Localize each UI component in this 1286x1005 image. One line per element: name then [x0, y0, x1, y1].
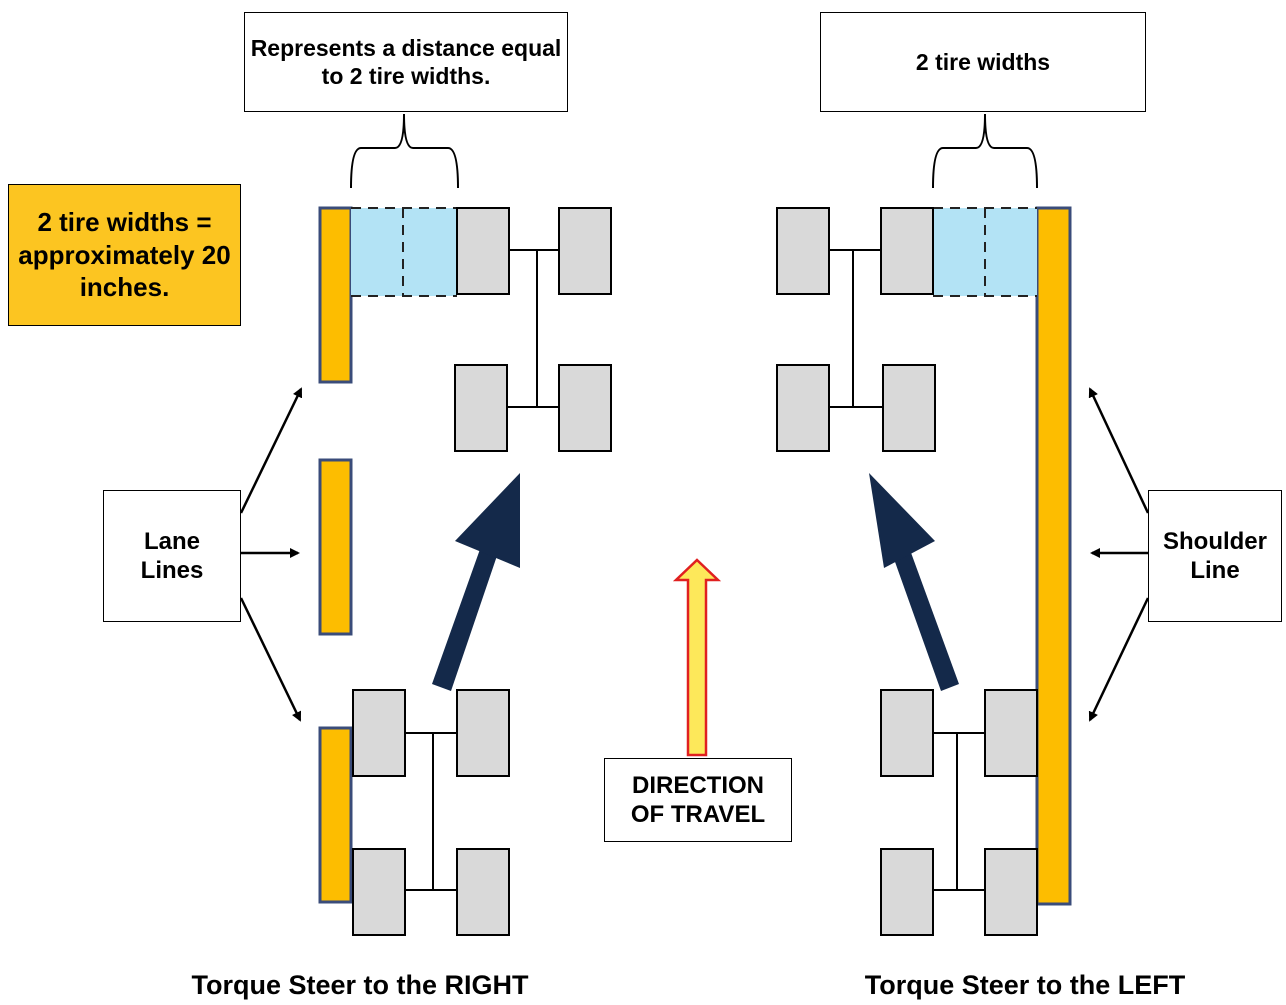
tire-widths-box: 2 tire widths — [820, 12, 1146, 112]
brace-right — [932, 113, 1038, 189]
vehicle-lower-left — [352, 689, 510, 936]
title-left-text: Torque Steer to the LEFT — [864, 969, 1186, 1000]
lane-lines-box: Lane Lines — [103, 490, 241, 622]
lane-lines-pointers — [239, 387, 303, 722]
distance-note-text: Represents a distance equal to 2 tire wi… — [250, 34, 562, 89]
shoulder-line-box: Shoulder Line — [1148, 490, 1282, 622]
shoulder-line — [1035, 206, 1072, 906]
shoulder-line-text: Shoulder Line — [1162, 527, 1267, 584]
lane-lines-text: Lane Lines — [140, 527, 204, 584]
tire-widths-text: 2 tire widths — [915, 48, 1051, 75]
approx-note-text: 2 tire widths = approximately 20 inches. — [18, 207, 231, 303]
direction-of-travel-text: DIRECTION OF TRAVEL — [630, 771, 766, 828]
brace-left — [350, 113, 459, 189]
tire-width-zone-right — [933, 207, 1037, 297]
title-torque-steer-left: Torque Steer to the LEFT — [790, 968, 1260, 1002]
vehicle-lower-right — [880, 689, 1038, 936]
travel-arrow — [672, 558, 722, 757]
distance-note-box: Represents a distance equal to 2 tire wi… — [244, 12, 568, 112]
steer-arrow-left — [869, 473, 959, 691]
title-torque-steer-right: Torque Steer to the RIGHT — [110, 968, 610, 1002]
lane-line-middle — [318, 458, 353, 636]
steer-arrow-right — [432, 473, 520, 691]
approx-note-callout: 2 tire widths = approximately 20 inches. — [8, 184, 241, 326]
vehicle-upper-left — [776, 207, 936, 452]
vehicle-upper-right — [454, 207, 612, 452]
lane-line-bottom — [318, 726, 353, 904]
title-right-text: Torque Steer to the RIGHT — [191, 969, 529, 1000]
lane-line-top — [318, 206, 353, 384]
tire-width-zone-left — [351, 207, 457, 297]
direction-of-travel-box: DIRECTION OF TRAVEL — [604, 758, 792, 842]
shoulder-line-pointers — [1088, 387, 1150, 722]
